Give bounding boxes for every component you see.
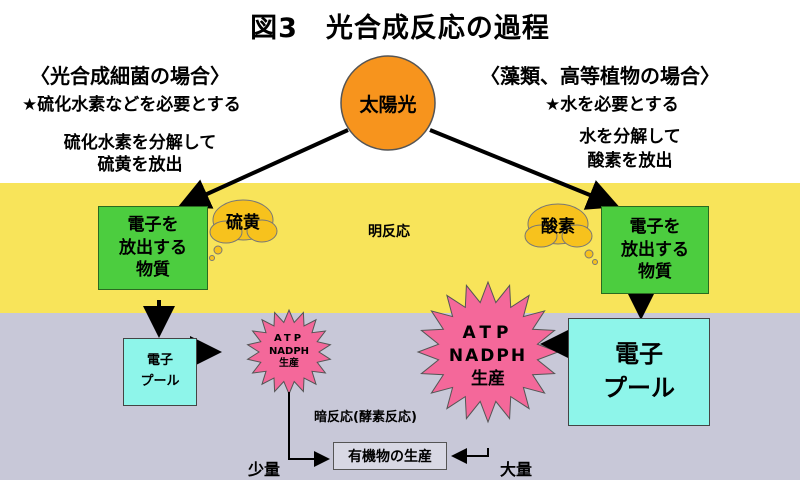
arrow-sun-to-right: [429, 128, 620, 210]
dark-reaction-label: 暗反応(酵素反応): [314, 410, 417, 425]
electron-pool-large: 電子 プール: [568, 318, 710, 426]
burst-large-line1: ATP: [462, 323, 514, 343]
oxygen-cloud-icon: [524, 203, 598, 265]
burst-small-line2: NADPH: [268, 345, 310, 357]
arrow-small-burst-to-product: [288, 392, 330, 467]
light-reaction-label: 明反応: [368, 224, 410, 240]
left-requirement: ★硫化水素などを必要とする: [22, 95, 241, 115]
electron-source-left-line3: 物質: [136, 260, 170, 281]
amount-small-label: 少量: [248, 460, 281, 479]
electron-source-left-line1: 電子を: [127, 214, 179, 235]
burst-large-line3: 生産: [471, 368, 505, 389]
electron-pool-large-line1: 電子: [615, 340, 663, 369]
arrow-sun-to-left: [177, 128, 349, 209]
right-desc-line2: 酸素を放出: [587, 151, 673, 171]
sun-label: 太陽光: [359, 94, 417, 116]
sun-icon: [340, 55, 436, 151]
electron-source-right-line1: 電子を: [629, 216, 681, 237]
electron-source-left: 電子を 放出する 物質: [98, 206, 208, 290]
amount-large-label: 大量: [500, 460, 533, 479]
organic-product-box: 有機物の生産: [333, 442, 447, 470]
right-desc-line1: 水を分解して: [579, 127, 681, 147]
arrow-large-burst-to-product: [451, 448, 489, 464]
sulfur-cloud-icon: [209, 199, 278, 261]
left-desc-line2: 硫黄を放出: [97, 155, 183, 175]
right-heading: 〈藻類、高等植物の場合〉: [480, 64, 720, 88]
page-title: 図3 光合成反応の過程: [250, 13, 550, 44]
electron-source-left-line2: 放出する: [119, 237, 187, 258]
burst-small-line3: 生産: [279, 358, 299, 369]
burst-large-line2: NADPH: [448, 345, 528, 366]
burst-small-text: ATP NADPH 生産: [249, 333, 329, 371]
electron-pool-large-line2: プール: [603, 374, 675, 402]
electron-source-right-line3: 物質: [638, 262, 672, 283]
burst-large-text: ATP NADPH 生産: [428, 322, 548, 391]
electron-pool-small: 電子 プール: [123, 338, 197, 406]
electron-pool-small-line1: 電子: [146, 353, 173, 369]
right-requirement: ★水を必要とする: [545, 95, 679, 115]
left-heading: 〈光合成細菌の場合〉: [30, 64, 230, 88]
oxygen-label: 酸素: [541, 217, 575, 237]
left-desc-line1: 硫化水素を分解して: [63, 133, 217, 153]
sulfur-label: 硫黄: [226, 213, 260, 233]
electron-pool-small-line2: プール: [140, 374, 180, 389]
electron-source-right: 電子を 放出する 物質: [601, 206, 709, 294]
burst-small-line1: ATP: [273, 333, 305, 344]
electron-source-right-line2: 放出する: [621, 239, 689, 260]
atp-burst-large-icon: [416, 280, 560, 424]
